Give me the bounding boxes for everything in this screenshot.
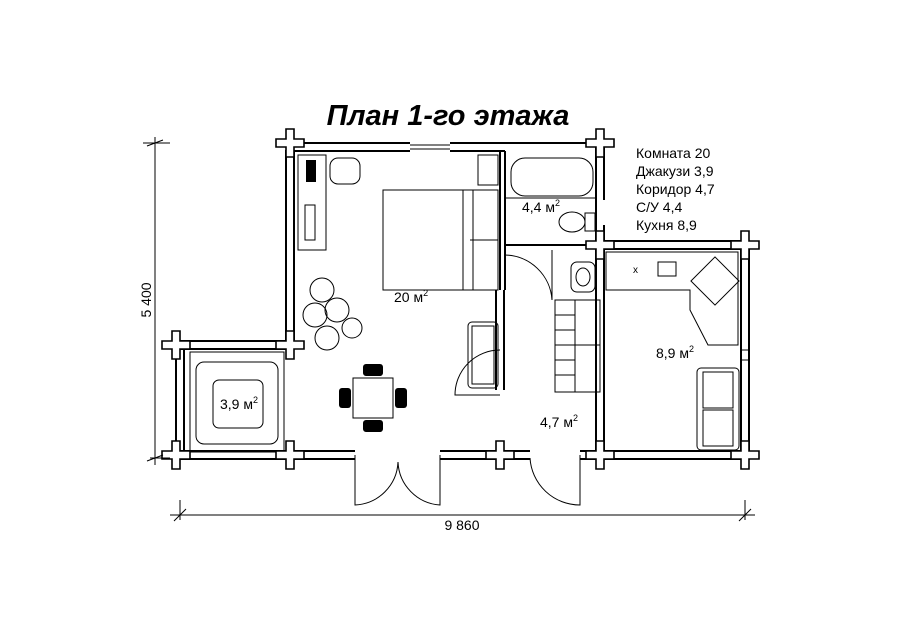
kitchen-area: 8,9 м2 xyxy=(656,344,694,361)
jacuzzi xyxy=(195,361,279,445)
sink xyxy=(570,261,596,293)
dimension-height: 5 400 xyxy=(138,282,154,317)
dining-table xyxy=(339,364,407,432)
area-legend: Комната 20 Джакузи 3,9 Коридор 4,7 С/У 4… xyxy=(636,145,715,233)
legend-item: С/У 4,4 xyxy=(636,199,682,215)
bathroom-area: 4,4 м2 xyxy=(522,198,560,215)
plan-title: План 1-го этажа xyxy=(327,100,570,132)
plants xyxy=(302,277,363,351)
log-corners xyxy=(161,128,760,470)
legend-item: Комната 20 xyxy=(636,145,710,161)
bed xyxy=(382,189,499,291)
wardrobe xyxy=(467,154,499,389)
sofa xyxy=(696,367,740,451)
legend-item: Джакузи 3,9 xyxy=(636,163,714,179)
desk xyxy=(297,154,361,251)
walls xyxy=(172,142,750,460)
toilet xyxy=(558,211,596,233)
legend-item: Кухня 8,9 xyxy=(636,217,697,233)
bedroom-area: 20 м2 xyxy=(394,288,428,305)
staircase xyxy=(554,299,601,393)
dimension-horizontal: 9 860 xyxy=(170,500,755,533)
kitchen-counter: x xyxy=(605,251,740,346)
bathtub xyxy=(505,157,596,199)
dimension-width: 9 860 xyxy=(444,517,479,533)
jacuzzi-area: 3,9 м2 xyxy=(220,395,258,412)
doors xyxy=(354,250,581,506)
legend-item: Коридор 4,7 xyxy=(636,181,715,197)
dimension-vertical: 5 400 xyxy=(138,137,170,465)
stove-mark: x xyxy=(633,265,638,276)
corridor-area: 4,7 м2 xyxy=(540,413,578,430)
